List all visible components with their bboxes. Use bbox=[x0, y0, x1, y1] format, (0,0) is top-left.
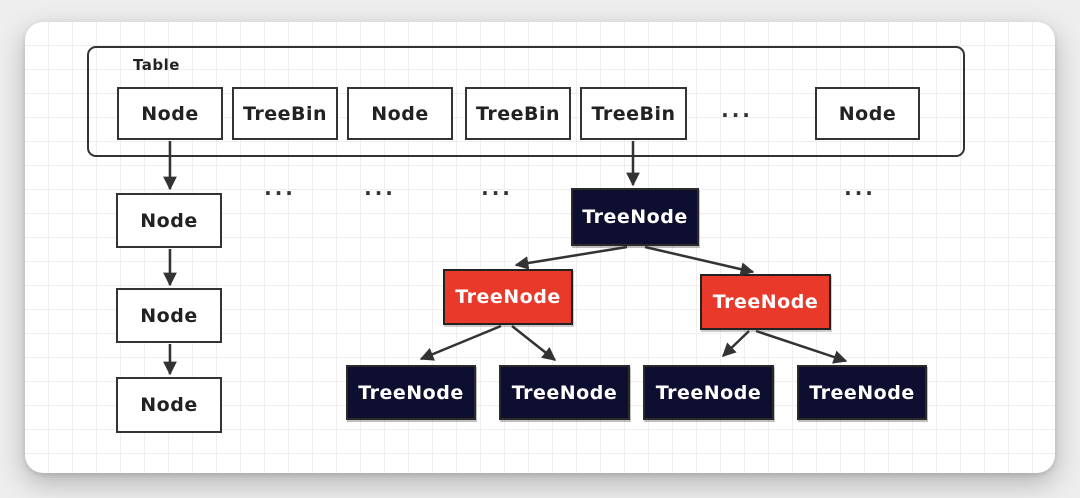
ellipsis-3: ... bbox=[844, 176, 876, 200]
table-cell-node-6: Node bbox=[815, 87, 920, 140]
table-cell-treebin-1: TreeBin bbox=[232, 87, 338, 140]
table-container bbox=[87, 46, 965, 157]
treenode-right: TreeNode bbox=[700, 274, 831, 330]
table-row-ellipsis: ... bbox=[721, 98, 753, 122]
treenode-leaf-3: TreeNode bbox=[797, 365, 927, 420]
chain-node-1: Node bbox=[116, 288, 222, 343]
treenode-leaf-2: TreeNode bbox=[643, 365, 774, 420]
table-cell-node-0: Node bbox=[117, 87, 223, 140]
ellipsis-1: ... bbox=[364, 176, 396, 200]
ellipsis-0: ... bbox=[264, 176, 296, 200]
chain-node-0: Node bbox=[116, 193, 222, 248]
ellipsis-2: ... bbox=[481, 176, 513, 200]
chain-node-2: Node bbox=[116, 377, 222, 433]
treenode-leaf-1: TreeNode bbox=[499, 365, 630, 420]
table-label: Table bbox=[133, 56, 180, 74]
table-cell-treebin-3: TreeBin bbox=[465, 87, 571, 140]
table-cell-treebin-4: TreeBin bbox=[580, 87, 687, 140]
treenode-leaf-0: TreeNode bbox=[346, 365, 476, 420]
treenode-left: TreeNode bbox=[443, 269, 573, 325]
treenode-root: TreeNode bbox=[571, 188, 699, 246]
table-cell-node-2: Node bbox=[347, 87, 453, 140]
